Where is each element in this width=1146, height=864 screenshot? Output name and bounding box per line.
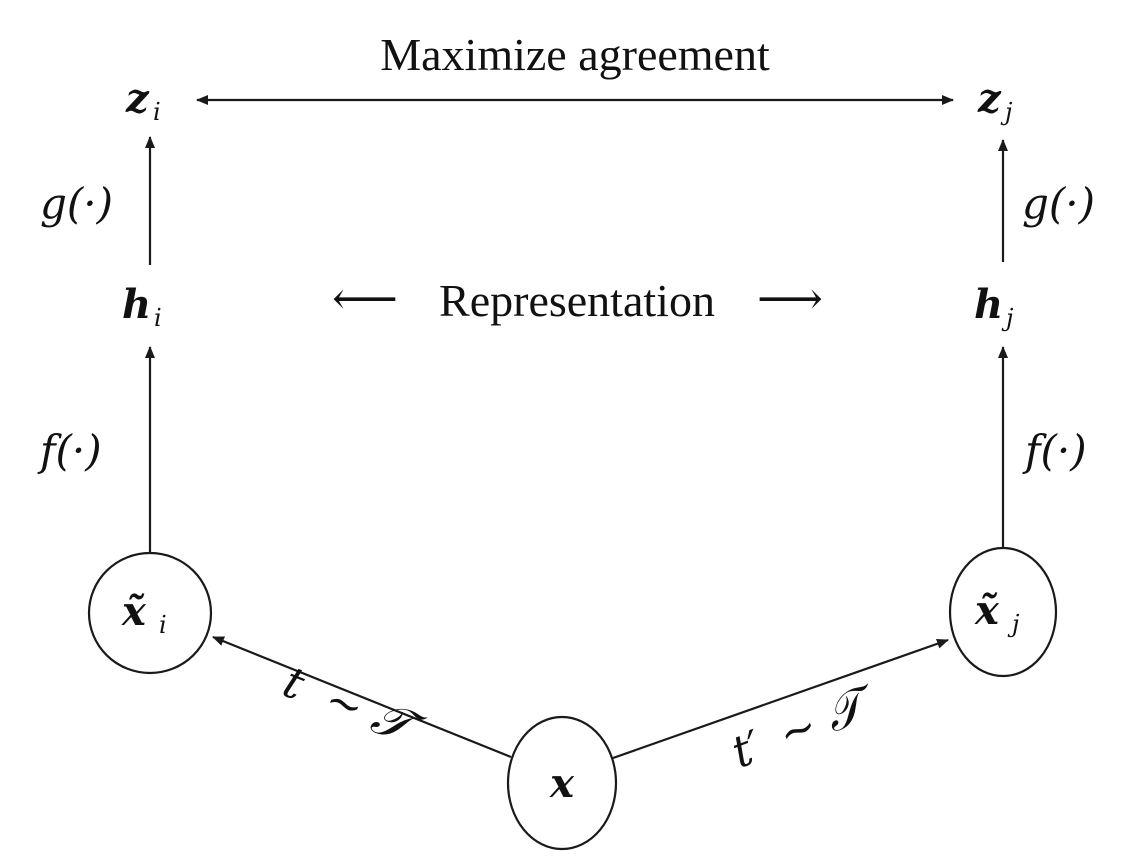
f-left-label: f(·)	[37, 426, 102, 475]
node-x-tilde-i-sub: i	[159, 611, 167, 639]
representation-right-arrow: ⟶	[757, 273, 823, 324]
h-i-sub: i	[154, 304, 162, 332]
node-x-tilde-j: x̃ j	[948, 546, 1058, 678]
node-x-tilde-i: x̃ i	[87, 551, 213, 675]
f-right-label: f(·)	[1022, 426, 1087, 475]
z-i-base: z	[125, 75, 150, 122]
node-x-circle	[506, 715, 618, 851]
z-j-label: z j	[977, 75, 1013, 126]
node-x-tilde-j-base: x̃	[974, 587, 1000, 634]
edge-label-left-T: 𝒯	[364, 689, 432, 760]
h-i-base: h	[122, 281, 151, 328]
edge-label-right-t: t′	[725, 721, 769, 779]
edge-x-to-x-tilde-i	[212, 635, 512, 759]
node-x: x	[506, 715, 618, 851]
z-j-sub: j	[1000, 98, 1013, 126]
h-i-label: h i	[122, 281, 162, 332]
maximize-agreement-label: Maximize agreement	[380, 29, 770, 80]
g-right-label: g(·)	[1022, 179, 1095, 228]
g-left-label: g(·)	[40, 179, 113, 228]
representation-label-group: ⟵ Representation ⟶	[332, 273, 823, 326]
node-x-tilde-i-circle	[87, 551, 213, 675]
node-x-base: x	[549, 760, 575, 807]
node-x-tilde-j-circle	[948, 546, 1058, 678]
z-j-base: z	[977, 75, 1002, 122]
representation-left-arrow: ⟵	[332, 273, 398, 324]
edge-label-right-sim: ∼	[772, 700, 825, 761]
z-i-sub: i	[153, 98, 161, 126]
representation-label: Representation	[439, 275, 715, 326]
edge-label-left: t ∼ 𝒯	[276, 657, 432, 760]
edge-label-right: t′ ∼ 𝒯	[725, 673, 885, 779]
edge-x-to-x-tilde-j	[612, 638, 949, 760]
h-j-label: h j	[974, 281, 1014, 332]
h-j-base: h	[974, 281, 1003, 328]
z-i-label: z i	[125, 75, 161, 126]
node-x-tilde-i-base: x̃	[121, 588, 147, 635]
